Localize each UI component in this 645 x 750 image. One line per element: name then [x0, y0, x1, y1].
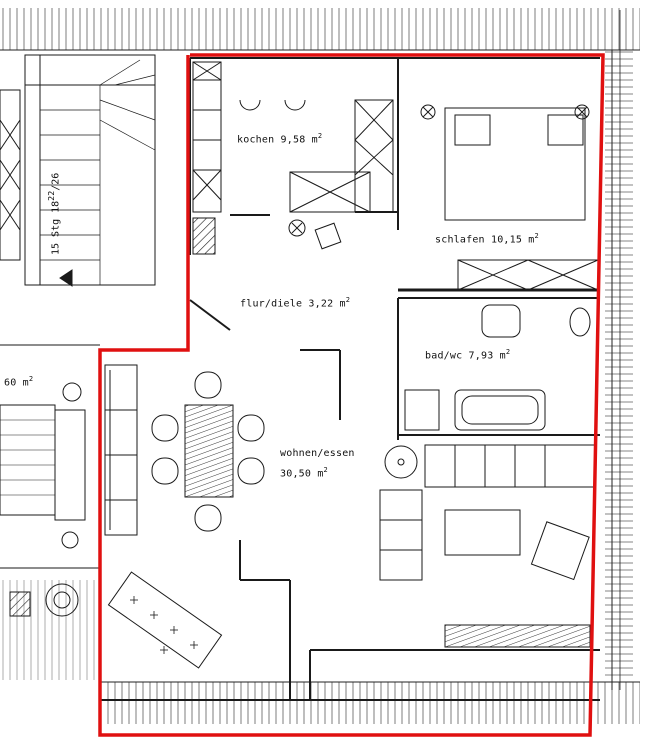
room-label-schlafen: schlafen 10,15 m2 [435, 232, 539, 246]
stair-label: 15 Stg 1822/26 [46, 172, 62, 255]
staircase [24, 54, 156, 287]
bathroom-furniture [404, 304, 591, 431]
room-label-neighbor: 60 m2 [4, 375, 34, 389]
room-label-kochen: kochen 9,58 m2 [237, 132, 323, 146]
dining-furniture [104, 364, 265, 536]
apartment-outline [98, 53, 605, 737]
bedroom-furniture [420, 104, 599, 291]
roof-strips [0, 8, 640, 724]
balcony-lounger [107, 571, 223, 669]
kitchen-furniture [192, 61, 394, 255]
room-label-bad: bad/wc 7,93 m2 [425, 348, 511, 362]
room-label-flur: flur/diele 3,22 m2 [240, 296, 351, 310]
neighbor-apartment [0, 89, 100, 617]
living-furniture [379, 444, 596, 648]
room-label-wohnen-name: wohnen/essen [280, 448, 355, 459]
room-label-wohnen: wohnen/essen 30,50 m2 [280, 446, 355, 482]
room-label-wohnen-area: 30,50 m2 [280, 466, 328, 480]
walls [99, 57, 600, 701]
